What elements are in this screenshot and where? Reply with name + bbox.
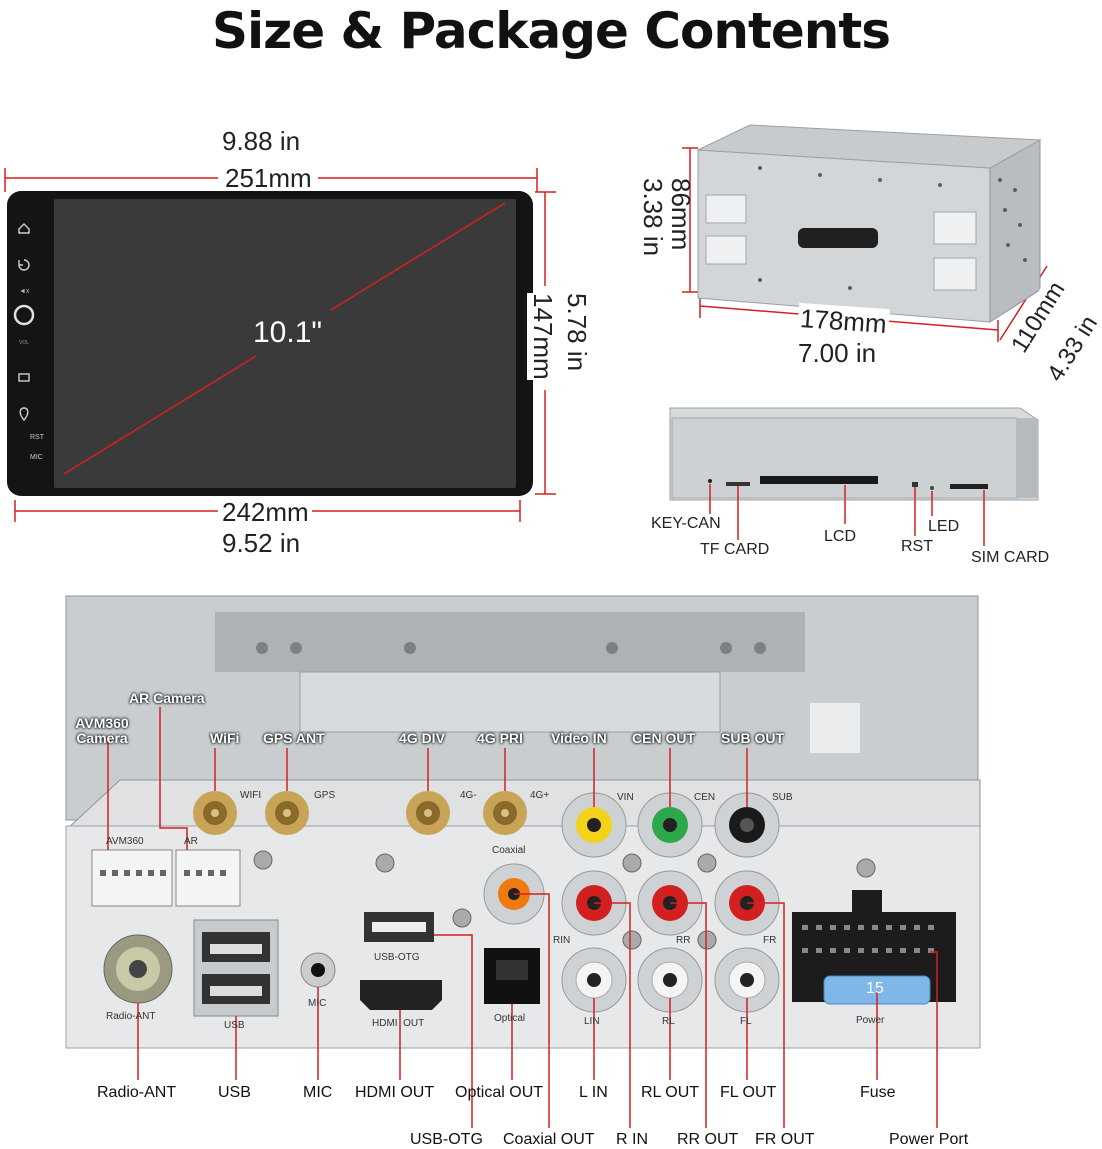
gps-ant-label: GPS ANT	[263, 730, 325, 746]
fl-out-label: FL OUT	[720, 1084, 777, 1101]
rr-out-label: RR OUT	[677, 1131, 739, 1148]
wifi-printed: WIFI	[240, 790, 262, 801]
screen-bottom-in: 9.52 in	[222, 528, 301, 558]
mic-printed: MIC	[308, 998, 327, 1009]
cen-printed: CEN	[694, 792, 716, 803]
sim-card-label: SIM CARD	[971, 549, 1050, 566]
hdmi-out-printed: HDMI OUT	[372, 1018, 425, 1029]
coaxial-printed: Coaxial	[492, 845, 526, 856]
fuse-label: Fuse	[860, 1084, 896, 1101]
4g-pri-label: 4G PRI	[477, 730, 523, 746]
radio-ant-printed: Radio-ANT	[106, 1011, 156, 1022]
ar-camera-label: AR Camera	[129, 690, 205, 706]
coaxial-out-label: Coaxial OUT	[503, 1131, 595, 1148]
4g-minus-printed: 4G-	[460, 790, 477, 801]
screen-bottom-mm: 242mm	[220, 497, 311, 528]
cen-out-label: CEN OUT	[632, 730, 695, 746]
cage-width-in: 7.00 in	[798, 338, 877, 368]
lcd-label: LCD	[824, 528, 857, 545]
usb-label: USB	[218, 1084, 251, 1101]
rl-out-label: RL OUT	[641, 1084, 700, 1101]
usb-otg-label: USB-OTG	[410, 1131, 483, 1148]
svg-text:◄x: ◄x	[19, 288, 30, 295]
sub-printed: SUB	[772, 792, 793, 803]
key-can-label: KEY-CAN	[651, 515, 721, 532]
fr-out-label: FR OUT	[755, 1131, 815, 1148]
svg-text:VOL: VOL	[19, 340, 29, 346]
video-in-label: Video IN	[551, 730, 607, 746]
l-in-label: L IN	[579, 1084, 608, 1101]
usb-printed: USB	[224, 1020, 245, 1031]
rst-port-label: RST	[901, 538, 933, 555]
screen-width-mm: 251mm	[222, 163, 315, 194]
sub-out-label: SUB OUT	[721, 730, 784, 746]
mic-port-label: MIC	[303, 1084, 333, 1101]
screen-diagonal: 10.1"	[253, 316, 323, 349]
r-in-label: R IN	[616, 1131, 648, 1148]
page-title: Size & Package Contents	[211, 2, 891, 60]
4g-plus-printed: 4G+	[530, 790, 550, 801]
avm360-printed: AVM360	[106, 836, 144, 847]
rl-printed: RL	[662, 1016, 675, 1027]
wifi-label: WiFi	[210, 730, 240, 746]
ar-printed: AR	[184, 836, 198, 847]
led-label: LED	[928, 518, 960, 535]
fuse-rating: 15	[866, 980, 884, 997]
rr-printed: RR	[676, 935, 691, 946]
rst-label: RST	[30, 434, 44, 441]
fl-printed: FL	[740, 1016, 752, 1027]
power-port-label: Power Port	[889, 1131, 969, 1148]
mic-label: MIC	[30, 454, 43, 461]
hdmi-out-label: HDMI OUT	[355, 1084, 435, 1101]
optical-out-label: Optical OUT	[455, 1084, 544, 1101]
usb-otg-printed: USB-OTG	[374, 952, 420, 963]
screen-width-in: 9.88 in	[222, 126, 301, 156]
gps-printed: GPS	[314, 790, 336, 801]
power-printed: Power	[856, 1015, 885, 1026]
avm360-camera-label: AVM360 Camera	[75, 715, 129, 746]
4g-div-label: 4G DIV	[399, 730, 445, 746]
fr-printed: FR	[763, 935, 777, 946]
rin-printed: RIN	[553, 935, 571, 946]
radio-ant-label: Radio-ANT	[97, 1084, 177, 1101]
lin-printed: LIN	[584, 1016, 600, 1027]
tf-card-label: TF CARD	[700, 541, 770, 558]
optical-printed: Optical	[494, 1013, 526, 1024]
vin-printed: VIN	[617, 792, 634, 803]
